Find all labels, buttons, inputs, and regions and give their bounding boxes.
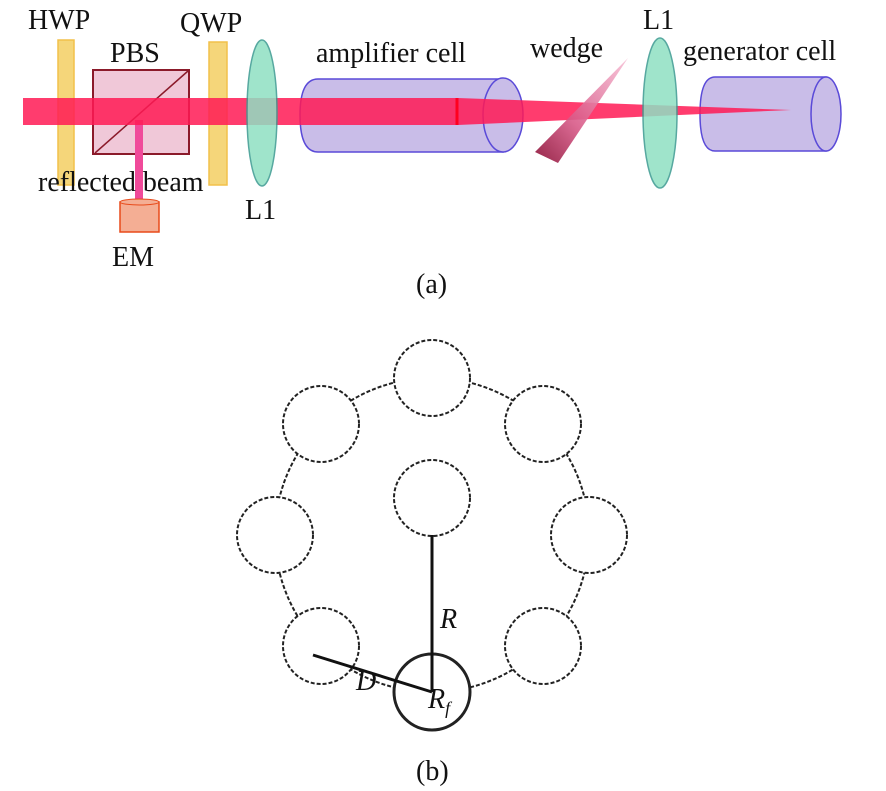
ring-circle	[282, 607, 360, 685]
label-l1: L1	[245, 195, 276, 226]
wedge	[535, 58, 628, 163]
reflected-beam	[135, 120, 143, 202]
label-pbs: PBS	[110, 38, 160, 69]
label-l1-second: L1	[643, 5, 674, 36]
ring-circle	[236, 496, 314, 574]
panel-b: R D Rf (b)	[236, 339, 628, 787]
caption-b: (b)	[416, 756, 449, 787]
energy-meter	[119, 198, 160, 233]
ring-circle	[550, 496, 628, 574]
label-amplifier-cell: amplifier cell	[316, 38, 466, 69]
label-D: D	[355, 666, 376, 697]
ring-circle	[393, 339, 471, 417]
label-wedge: wedge	[530, 33, 603, 64]
label-qwp: QWP	[180, 8, 242, 39]
label-reflected-beam: reflected beam	[38, 167, 204, 198]
lens-l1-second	[642, 37, 678, 189]
distance-line	[312, 653, 433, 694]
generator-cell	[699, 76, 842, 152]
label-Rf: Rf	[427, 684, 453, 718]
ring-circle	[504, 607, 582, 685]
laser-beam	[23, 98, 458, 125]
caption-a: (a)	[416, 269, 447, 300]
ring-circle	[504, 385, 582, 463]
panel-a: HWP PBS QWP amplifier cell wedge L1 gene…	[23, 5, 842, 300]
label-generator-cell: generator cell	[683, 36, 836, 67]
focused-beam	[458, 98, 791, 125]
label-R: R	[439, 604, 457, 635]
center-circle	[393, 459, 471, 537]
lens-l1	[246, 39, 278, 187]
label-hwp: HWP	[28, 5, 90, 36]
label-em: EM	[112, 242, 154, 273]
ring-circle	[282, 385, 360, 463]
